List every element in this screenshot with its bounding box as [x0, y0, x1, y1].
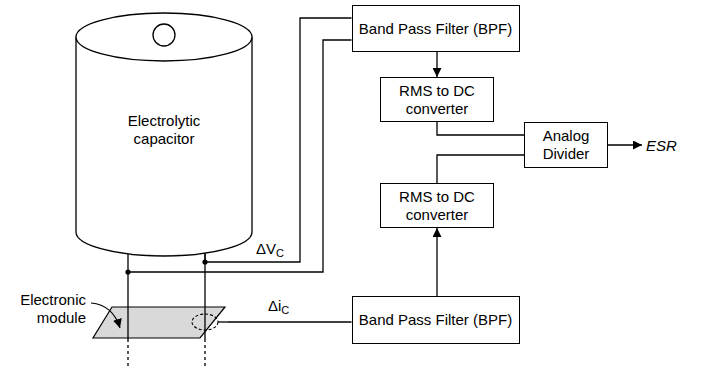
node-text: Analog Divider [525, 127, 607, 163]
signal-subscript: C [281, 304, 289, 316]
capacitor-lead [127, 306, 128, 339]
signal-name: ΔiC [268, 298, 289, 313]
lead-continuation [127, 339, 128, 366]
signal-subscript: C [276, 247, 284, 259]
output-arrow [608, 144, 642, 145]
output-name: ESR [646, 138, 677, 153]
cylinder-top [76, 13, 252, 61]
leader-arrow [91, 303, 120, 328]
converter-box: RMS to DC converter [380, 183, 494, 228]
signal-base: Δi [268, 297, 281, 314]
signal-name: ΔVC [256, 241, 284, 256]
node-text: Electronic module [0, 291, 86, 327]
module-outline [93, 306, 228, 339]
node-text: Band Pass Filter (BPF) [359, 20, 512, 38]
capacitor-lead [127, 254, 128, 306]
node-text: RMS to DC converter [381, 188, 493, 224]
signal-wire [437, 122, 524, 135]
signal-wire [436, 52, 437, 77]
node-text: Electrolytic capacitor [109, 112, 219, 148]
module-plate [93, 307, 225, 338]
lead-continuation [204, 339, 205, 366]
signal-wire [228, 321, 352, 322]
signal-base: ΔV [256, 240, 276, 257]
node-text: RMS to DC converter [381, 82, 493, 118]
node-text: Band Pass Filter (BPF) [359, 311, 512, 329]
converter-box: RMS to DC converter [380, 77, 494, 122]
connector-group [205, 18, 524, 322]
vent-circle [153, 24, 175, 46]
capacitor-lead [204, 306, 205, 339]
electronic-module: Electronic module [93, 306, 228, 339]
filter-box: Band Pass Filter (BPF) [352, 5, 520, 52]
filter-box: Band Pass Filter (BPF) [352, 296, 520, 344]
signal-wire [436, 228, 437, 296]
capacitor-body: Electrolytic capacitor [75, 12, 253, 257]
divider-box: Analog Divider [524, 122, 608, 168]
sensor-wire [218, 321, 228, 322]
cylinder-side [76, 37, 252, 256]
signal-wire [437, 155, 524, 183]
current-sensor [192, 314, 218, 330]
